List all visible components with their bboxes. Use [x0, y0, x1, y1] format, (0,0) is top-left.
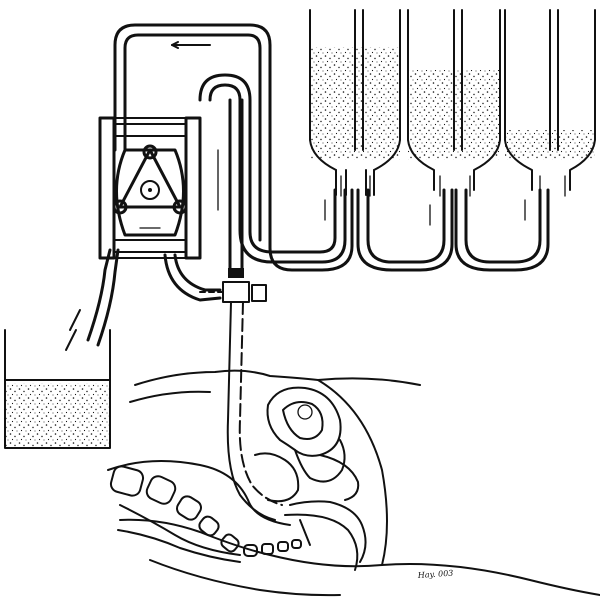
bottle-3: [504, 9, 596, 197]
catheter-feed-tube: [199, 98, 267, 303]
bottle-1: [309, 9, 401, 197]
drain-tube: [65, 248, 222, 351]
bottle-connecting-tubes: [198, 73, 550, 272]
collection-basin: [4, 329, 111, 449]
peristaltic-pump: [98, 116, 202, 260]
transcervical-catheter: [226, 301, 283, 521]
bottle-2: [407, 9, 501, 197]
artist-signature: Hay. 003: [417, 569, 454, 581]
pelvic-anatomy: [107, 369, 600, 597]
sacrum: [109, 465, 302, 563]
return-tube-loop: [113, 23, 354, 272]
